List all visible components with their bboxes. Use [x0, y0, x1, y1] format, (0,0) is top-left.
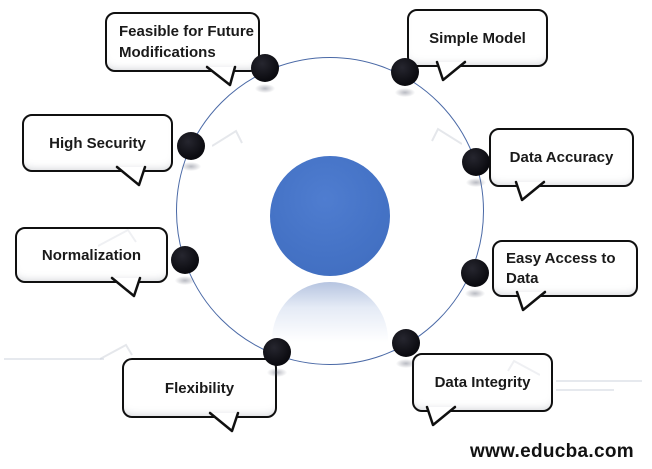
- callout-label: High Security: [49, 134, 146, 152]
- reflection-artifact: [556, 389, 614, 391]
- callout-tail: [110, 276, 142, 298]
- callout-tail: [208, 411, 240, 433]
- reflection-artifact: [4, 358, 104, 360]
- watermark-text: www.educba.com: [470, 441, 634, 462]
- callout-easy-access-to-data: Easy Access to Data: [492, 240, 638, 312]
- node-dot-flexibility: [263, 338, 291, 377]
- reflection-artifact: [507, 359, 540, 376]
- reflection-artifact: [98, 228, 137, 247]
- callout-flexibility: Flexibility: [122, 358, 277, 433]
- callout-tail: [515, 290, 547, 312]
- node-dot-data-accuracy: [462, 148, 490, 187]
- callout-label: Flexibility: [164, 379, 235, 397]
- callout-data-integrity: Data Integrity: [412, 353, 553, 427]
- callout-tail: [435, 60, 467, 82]
- callout-label: Feasible for Future Modifications: [119, 23, 255, 61]
- callout-feasible-for-future-modifications: Feasible for Future Modifications: [105, 12, 260, 87]
- callout-simple-model: Simple Model: [407, 9, 548, 82]
- node-dot-high-security: [177, 132, 205, 171]
- callout-label: Data Integrity: [434, 374, 531, 391]
- callout-tail: [115, 165, 147, 187]
- callout-normalization: Normalization: [15, 227, 168, 298]
- callout-tail: [514, 180, 546, 202]
- callout-label: Easy Access to Data: [506, 249, 616, 287]
- reflection-artifact: [100, 343, 133, 360]
- node-dot-normalization: [171, 246, 199, 285]
- reflection-artifact: [212, 129, 243, 147]
- node-dot-simple-model: [391, 58, 419, 97]
- callout-tail: [205, 65, 237, 87]
- center-circle-reflection: [272, 282, 388, 398]
- callout-label: Normalization: [41, 246, 142, 264]
- callout-high-security: High Security: [22, 114, 173, 187]
- callout-label: Simple Model: [429, 29, 526, 47]
- callout-label: Data Accuracy: [509, 149, 614, 166]
- node-dot-data-integrity: [392, 329, 420, 368]
- reflection-artifact: [556, 380, 642, 382]
- reflection-artifact: [431, 127, 462, 145]
- node-dot-feasible-modifications: [251, 54, 279, 93]
- node-dot-easy-access: [461, 259, 489, 298]
- center-circle: [270, 156, 390, 276]
- callout-tail: [425, 405, 457, 427]
- callout-data-accuracy: Data Accuracy: [489, 128, 634, 202]
